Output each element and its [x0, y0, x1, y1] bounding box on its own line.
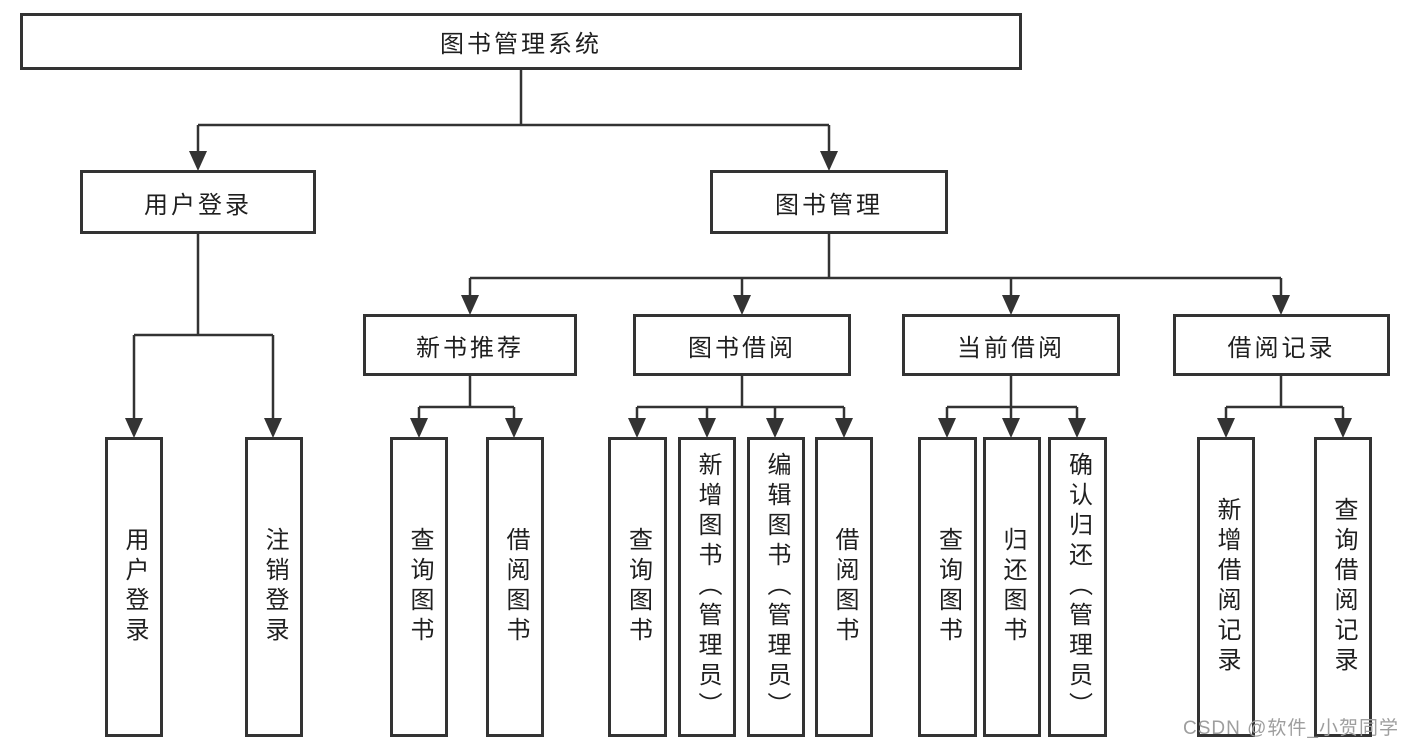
- node-book-borrow-label: 图书借阅: [688, 334, 796, 362]
- leaf-user-login: 用户登录: [105, 437, 163, 737]
- node-current-borrow: 当前借阅: [902, 314, 1120, 376]
- leaf-borrow-books-2: 借阅图书: [815, 437, 873, 737]
- leaf-confirm-return-admin-label: 确认归还（管理员）: [1064, 452, 1092, 722]
- arrowhead-new-book: [461, 295, 479, 315]
- arrowhead-leaf-logout: [264, 418, 282, 438]
- node-borrow-records: 借阅记录: [1173, 314, 1390, 376]
- leaf-logout-label: 注销登录: [261, 527, 288, 647]
- leaf-query-books-1: 查询图书: [390, 437, 448, 737]
- node-user-login-label: 用户登录: [144, 191, 252, 219]
- arrowhead-leaf-edit-book: [766, 418, 784, 438]
- connector-root-to-level1: [196, 70, 831, 152]
- arrowhead-leaf-query-record: [1334, 418, 1352, 438]
- node-book-borrow: 图书借阅: [633, 314, 851, 376]
- leaf-borrow-books-1-label: 借阅图书: [502, 527, 529, 647]
- connector-user-login-branch: [132, 234, 275, 419]
- node-book-management: 图书管理: [710, 170, 948, 234]
- arrowhead-leaf-borrow-books-1: [505, 418, 523, 438]
- node-user-login: 用户登录: [80, 170, 316, 234]
- connector-book-management-branch: [468, 234, 1283, 296]
- arrowhead-leaf-add-record: [1217, 418, 1235, 438]
- leaf-edit-book-admin-label: 编辑图书（管理员）: [763, 452, 790, 722]
- connector-book-borrow-branch: [635, 376, 846, 419]
- node-current-borrow-label: 当前借阅: [957, 334, 1065, 362]
- arrowhead-leaf-borrow-books-2: [835, 418, 853, 438]
- arrowhead-leaf-confirm-return: [1068, 418, 1086, 438]
- node-library-system: 图书管理系统: [20, 13, 1022, 70]
- arrowhead-current-borrow: [1002, 295, 1020, 315]
- arrowhead-leaf-query-books-1: [410, 418, 428, 438]
- leaf-query-borrow-record: 查询借阅记录: [1314, 437, 1372, 737]
- leaf-edit-book-admin: 编辑图书（管理员）: [747, 437, 805, 737]
- arrowhead-leaf-query-books-3: [938, 418, 956, 438]
- arrowhead-book-management: [820, 151, 838, 171]
- leaf-query-books-3-label: 查询图书: [934, 527, 962, 647]
- arrowhead-leaf-add-book: [698, 418, 716, 438]
- watermark: CSDN @软件_小贺同学: [1183, 718, 1399, 739]
- leaf-query-borrow-record-label: 查询借阅记录: [1330, 497, 1357, 677]
- connector-new-book-branch: [417, 376, 516, 419]
- leaf-add-borrow-record-label: 新增借阅记录: [1213, 497, 1240, 677]
- connector-current-borrow-branch: [945, 376, 1079, 419]
- node-book-management-label: 图书管理: [775, 191, 883, 219]
- leaf-confirm-return-admin: 确认归还（管理员）: [1048, 437, 1107, 737]
- leaf-add-book-admin-label: 新增图书（管理员）: [694, 452, 721, 722]
- leaf-user-login-label: 用户登录: [121, 527, 148, 647]
- arrowhead-leaf-return-book: [1002, 418, 1020, 438]
- arrowhead-leaf-query-books-2: [628, 418, 646, 438]
- arrowhead-user-login: [189, 151, 207, 171]
- leaf-logout: 注销登录: [245, 437, 303, 737]
- leaf-return-book: 归还图书: [983, 437, 1041, 737]
- leaf-query-books-2: 查询图书: [608, 437, 667, 737]
- leaf-return-book-label: 归还图书: [999, 527, 1026, 647]
- node-new-book-recommend-label: 新书推荐: [416, 334, 524, 362]
- connector-borrow-records-branch: [1224, 376, 1345, 419]
- node-library-system-label: 图书管理系统: [440, 31, 602, 58]
- arrowhead-borrow-records: [1272, 295, 1290, 315]
- leaf-add-borrow-record: 新增借阅记录: [1197, 437, 1255, 737]
- node-new-book-recommend: 新书推荐: [363, 314, 577, 376]
- leaf-add-book-admin: 新增图书（管理员）: [678, 437, 736, 737]
- leaf-borrow-books-1: 借阅图书: [486, 437, 544, 737]
- arrowhead-book-borrow: [733, 295, 751, 315]
- leaf-borrow-books-2-label: 借阅图书: [831, 527, 858, 647]
- leaf-query-books-3: 查询图书: [918, 437, 977, 737]
- arrowhead-leaf-user-login: [125, 418, 143, 438]
- leaf-query-books-1-label: 查询图书: [406, 527, 433, 647]
- node-borrow-records-label: 借阅记录: [1227, 334, 1336, 362]
- leaf-query-books-2-label: 查询图书: [624, 527, 652, 647]
